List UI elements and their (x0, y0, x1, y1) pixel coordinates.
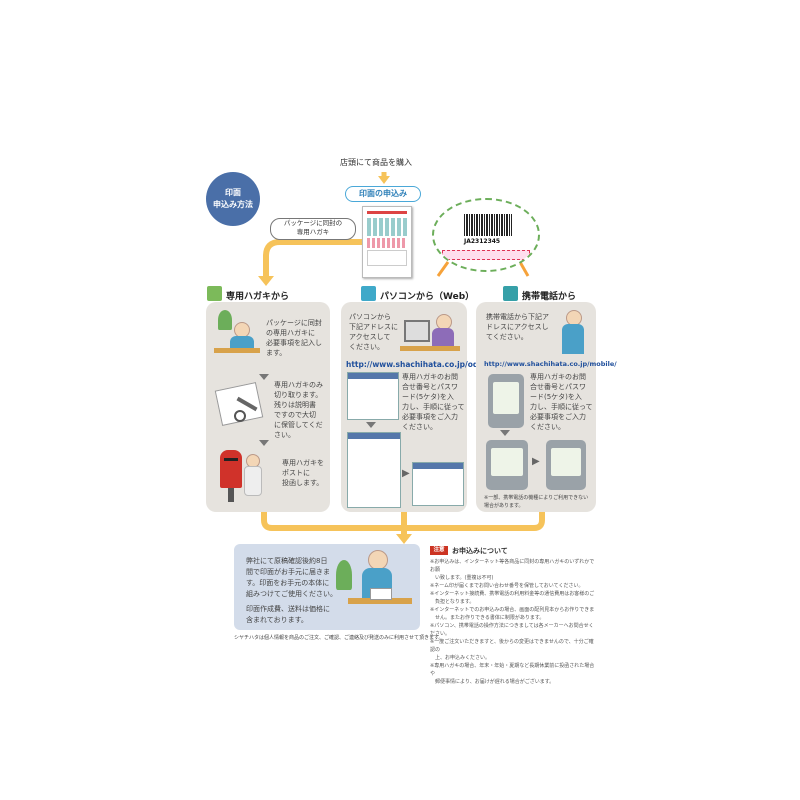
pc-url-link[interactable]: http://www.shachihata.co.jp/odr/ (346, 360, 485, 369)
privacy-text: シヤチハタは個人情報を商品のご注文、ご確認、ご連絡及び発送のみに利用させて頂きま… (234, 635, 444, 641)
order-method-badge: 印面 申込み方法 (206, 172, 260, 226)
mobile-phone-screen3 (546, 440, 586, 490)
barcode-zoom: JA2312345 (432, 198, 540, 272)
step-arrow (366, 422, 376, 428)
pc-confirm-screenshot (412, 462, 464, 506)
pc-form-screenshot (347, 432, 401, 508)
fee-text: 印面作成費、送料は価格に 含まれております。 (246, 605, 330, 624)
pc-section-title: パソコンから（Web） (380, 292, 475, 302)
mobile-user-illustration (556, 308, 590, 354)
mobile-intro-text: 携帯電話から下記ア ドレスにアクセスし てください。 (486, 313, 549, 341)
print-order-label: 印面の申込み (345, 186, 421, 202)
notes-text: ※お申込みは、インターネット等各商品に同封の専用ハガキのいずれかでお願 い致しま… (430, 559, 595, 685)
mobile-phone-screen2 (486, 440, 528, 490)
next-arrow-icon: ▶ (402, 468, 410, 479)
postcard-section-title: 専用ハガキから (226, 292, 290, 302)
step-arrow (259, 374, 269, 380)
postcard-icon (207, 286, 222, 301)
postcard-step3-text: 専用ハガキを ポストに 投函します。 (282, 459, 324, 487)
pc-intro-text: パソコンから 下記アドレスに アクセスして ください。 (349, 313, 398, 351)
receiving-person-illustration (334, 548, 422, 632)
mobile-icon (503, 286, 518, 301)
pc-web-screenshot (347, 372, 399, 420)
postcard-step2-text: 専用ハガキのみ 切り取ります。 残りは説明書 ですので大切 に保管してくだ さい… (274, 381, 323, 439)
mobile-section-title: 携帯電話から (522, 292, 577, 302)
next-arrow-icon: ▶ (532, 456, 540, 467)
store-purchase-text: 店頭にて商品を購入 (340, 158, 412, 167)
mobile-url-link[interactable]: http://www.shachihata.co.jp/mobile/ (484, 360, 617, 368)
step-arrow (500, 430, 510, 436)
delivery-text: 弊社にて原稿確認後約8日 間で印面がお手元に届きま す。印面をお手元の本体に 組… (246, 557, 337, 598)
mailbox-illustration (218, 448, 270, 504)
barcode (464, 214, 512, 236)
postcard-step1-text: パッケージに同封 の専用ハガキに 必要事項を記入し ます。 (266, 319, 322, 357)
step-arrow (259, 440, 269, 446)
mobile-instructions-text: 専用ハガキのお問 合せ番号とパスワ ード(5ケタ)を入 力し、手順に従って 必要… (530, 373, 593, 431)
pc-user-illustration (400, 312, 460, 358)
postcard-image (362, 206, 412, 278)
barcode-number: JA2312345 (464, 238, 501, 245)
mobile-phone-screen1 (488, 374, 524, 428)
mobile-note-text: ※一部、携帯電話の機種によりご利用できない 場合があります。 (484, 495, 589, 509)
postcard-callout: パッケージに同封の 専用ハガキ (270, 218, 356, 240)
writing-person-illustration (214, 310, 260, 354)
notes-badge: 注意 (430, 546, 448, 555)
notes-title: お申込みについて (452, 547, 508, 555)
pc-icon (361, 286, 376, 301)
cutting-illustration (214, 382, 266, 428)
pc-instructions-text: 専用ハガキのお問 合せ番号とパスワ ード(5ケタ)を入 力し、手順に従って 必要… (402, 373, 465, 431)
